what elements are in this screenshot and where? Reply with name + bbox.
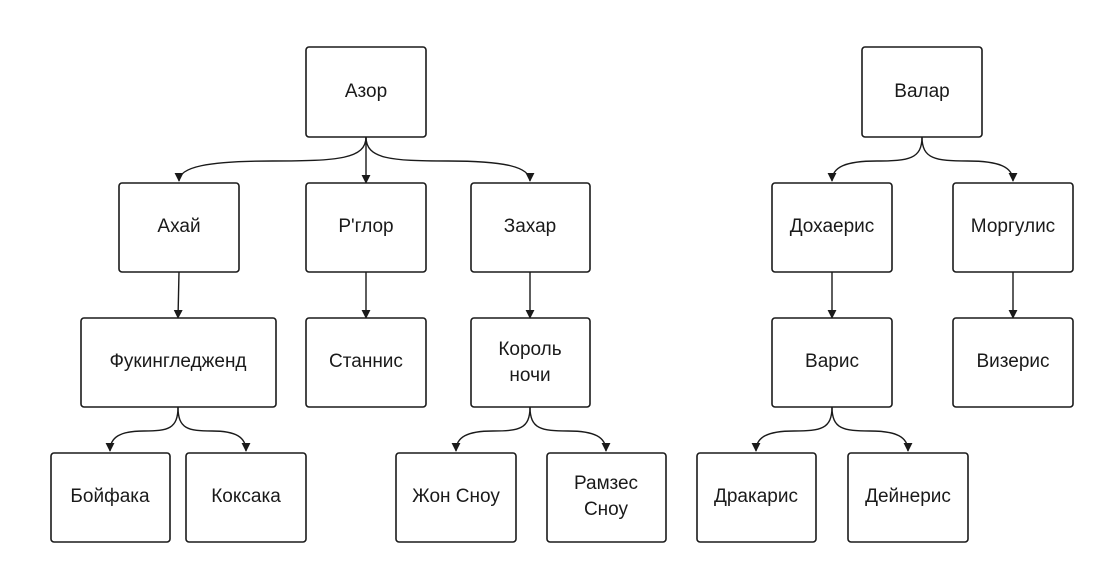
node-koksaka-label: Коксака (211, 486, 281, 507)
node-drakaris: Дракарис (696, 452, 817, 543)
edge-azor-to-akhai (174, 136, 367, 182)
node-ramzes-label-line2: Сноу (584, 499, 629, 520)
node-ramzes-label-line1: Рамзес (574, 473, 638, 494)
node-korol-label-line2: ночи (509, 365, 550, 386)
node-valar-label: Валар (894, 81, 949, 102)
node-morgulis: Моргулис (952, 182, 1074, 273)
node-azor-label: Азор (345, 81, 387, 102)
edge-akhai-to-fukingledzhend (173, 271, 183, 319)
node-boifaka: Бойфака (50, 452, 171, 543)
node-ramzes-snou: Рамзес Сноу (546, 452, 667, 543)
edge-varis-to-deineris (831, 406, 913, 452)
node-akhai: Ахай (118, 182, 240, 273)
node-zakhar-label: Захар (504, 216, 556, 237)
node-jon-label: Жон Сноу (412, 486, 500, 507)
node-azor: Азор (305, 46, 427, 138)
node-vizeris-label: Визерис (976, 351, 1049, 372)
edge-korol-to-ramzes (529, 406, 611, 452)
node-vizeris: Визерис (952, 317, 1074, 408)
node-stannis-label: Станнис (329, 351, 403, 372)
node-deineris: Дейнерис (847, 452, 969, 543)
node-stannis: Станнис (305, 317, 427, 408)
node-fukingledzhend: Фукингледженд (80, 317, 277, 408)
edge-valar-to-dokhaeris (827, 136, 923, 182)
node-varis-label: Варис (805, 351, 859, 372)
edge-fukingledzhend-to-koksaka (177, 406, 251, 452)
node-korol-label-line1: Король (498, 339, 561, 360)
node-varis: Варис (771, 317, 893, 408)
edges (105, 136, 1018, 452)
node-akhai-label: Ахай (157, 216, 200, 237)
node-korol-nochi: Король ночи (470, 317, 591, 408)
edge-varis-to-drakaris (751, 406, 833, 452)
node-fukingledzhend-label: Фукингледженд (109, 351, 246, 372)
edge-korol-to-jon (451, 406, 531, 452)
node-drakaris-label: Дракарис (714, 486, 798, 507)
node-rglor: Р'глор (305, 182, 427, 273)
node-boifaka-label: Бойфака (70, 486, 150, 507)
node-deineris-label: Дейнерис (865, 486, 951, 507)
node-dokhaeris-label: Дохаерис (790, 216, 875, 237)
edge-fukingledzhend-to-boifaka (105, 406, 179, 452)
node-jon-snou: Жон Сноу (395, 452, 517, 543)
node-koksaka: Коксака (185, 452, 307, 543)
edge-valar-to-morgulis (921, 136, 1018, 182)
node-zakhar: Захар (470, 182, 591, 273)
edge-azor-to-zakhar (365, 136, 535, 182)
node-valar: Валар (861, 46, 983, 138)
node-morgulis-label: Моргулис (971, 216, 1055, 237)
node-rglor-label: Р'глор (338, 216, 393, 237)
node-dokhaeris: Дохаерис (771, 182, 893, 273)
